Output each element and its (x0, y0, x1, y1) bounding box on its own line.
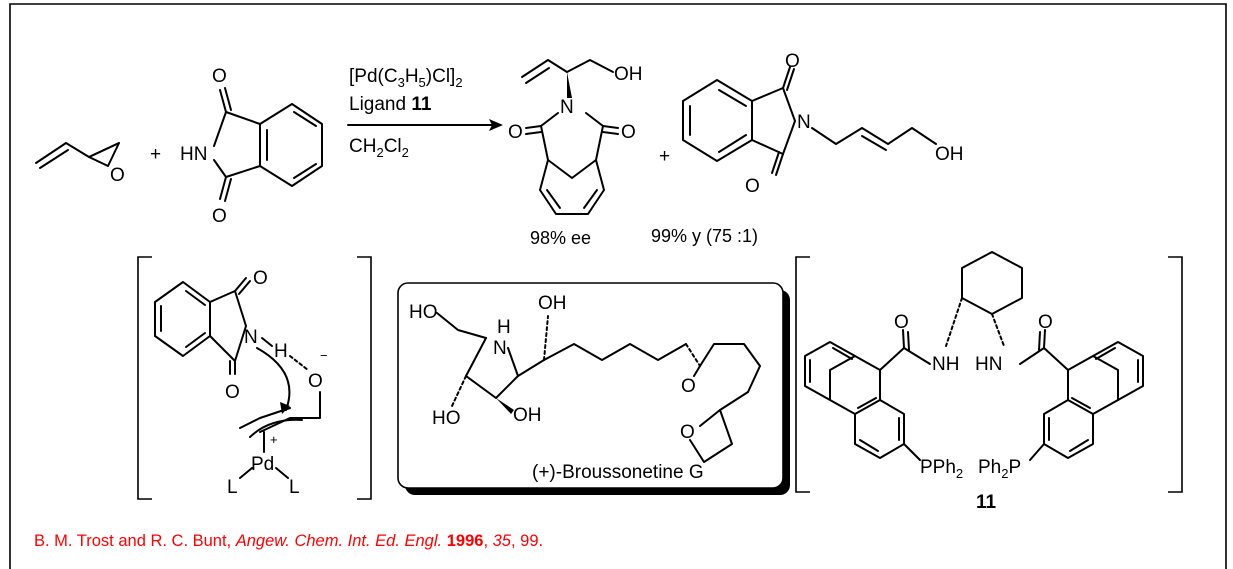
reaction-arrow-head (489, 119, 503, 131)
product-oh: OH (614, 64, 643, 85)
int-pd: Pd (251, 454, 274, 475)
np-o-ring1: O (681, 376, 696, 397)
linear-oh: OH (935, 144, 964, 165)
lig-pph2-left: PPh2 (920, 457, 963, 481)
left-bracket-1 (137, 256, 152, 500)
int-o-top: O (253, 268, 268, 289)
product-o-left: O (508, 122, 523, 143)
lig-ph2p-right: Ph2P (978, 457, 1021, 481)
stereo-wedge (567, 72, 572, 98)
ref-authors: B. M. Trost and R. C. Bunt, (34, 532, 236, 550)
lig-nh-left: NH (932, 354, 959, 375)
ref-journal: Angew. Chem. Int. Ed. Engl. (235, 532, 443, 550)
epoxide-oxygen: O (110, 165, 125, 186)
linear-o-top: O (785, 51, 800, 72)
left-bracket-2 (795, 256, 810, 493)
int-l-right: L (289, 477, 300, 498)
plus-sign-1: + (150, 144, 161, 165)
ref-volume: 35 (492, 532, 511, 550)
linear-n: N (797, 112, 811, 133)
yield-label: 99% y (75 :1) (651, 226, 758, 246)
product-o-right: O (621, 122, 636, 143)
plus-sign-2: + (659, 146, 670, 167)
np-n: N (493, 338, 507, 359)
phthalimide-o-top: O (212, 66, 227, 87)
mechanism-intermediate: O O N H O − + Pd L L (137, 256, 372, 500)
product-n: N (560, 97, 574, 118)
slide-frame (9, 3, 1227, 569)
np-ho-top: HO (409, 302, 438, 323)
lig-hn-right: HN (975, 354, 1002, 375)
right-bracket-2 (1168, 256, 1183, 493)
int-o-minus: O (308, 371, 323, 392)
catalyst-label: [Pd(C3H5)Cl]2 (349, 66, 463, 90)
int-plus-charge: + (270, 432, 278, 447)
lig-compound-number: 11 (976, 492, 997, 513)
linear-o-bottom: O (745, 176, 760, 197)
int-n: N (244, 327, 258, 348)
reaction-conditions: [Pd(C3H5)Cl]2 Ligand 11 CH2Cl2 (347, 66, 503, 160)
np-nh-h: H (497, 317, 511, 338)
phthalimide-o-bottom: O (212, 206, 227, 227)
int-h: H (274, 341, 288, 362)
solvent-label: CH2Cl2 (349, 136, 409, 160)
np-oh-top: OH (538, 293, 567, 314)
linear-product: O O N OH (682, 51, 964, 197)
np-o-ring2: O (680, 422, 695, 443)
int-o-bottom: O (225, 382, 240, 403)
natural-product-box: HO H N HO OH OH O O (+)-Broussonetine G (397, 282, 790, 495)
lig-o-left: O (894, 312, 909, 333)
np-ho-bottom: HO (432, 408, 461, 429)
branched-product: OH N O O (508, 59, 643, 215)
int-minus-charge: − (320, 348, 328, 363)
right-bracket-1 (357, 256, 372, 500)
ligand-label: Ligand 11 (349, 94, 432, 115)
np-name: (+)-Broussonetine G (532, 462, 704, 483)
ref-year: 1996 (446, 532, 484, 550)
phthalimide-nh: HN (180, 144, 207, 165)
phthalimide: HN O O (180, 66, 323, 227)
vinyl-epoxide: O (35, 142, 125, 186)
literature-reference: B. M. Trost and R. C. Bunt, Angew. Chem.… (34, 532, 544, 550)
ref-pages: 99. (520, 532, 544, 550)
lig-o-right: O (1038, 312, 1053, 333)
int-l-left: L (227, 477, 238, 498)
np-oh-bottom: OH (513, 405, 542, 426)
ligand-11: NH HN O PPh2 O Ph2P 11 (795, 251, 1183, 513)
ee-label: 98% ee (530, 228, 591, 248)
